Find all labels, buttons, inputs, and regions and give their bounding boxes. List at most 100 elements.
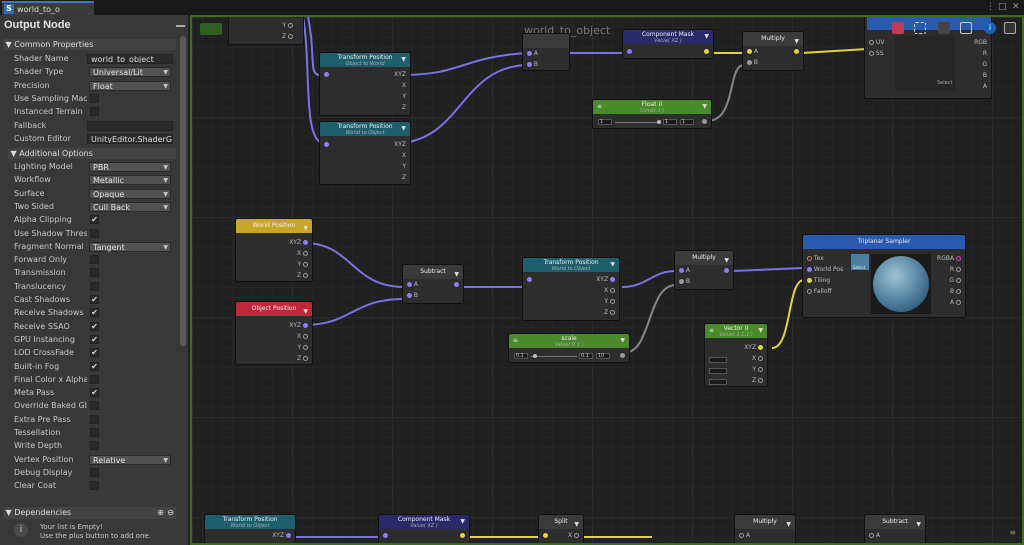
property-dropdown[interactable]: Metallic [89, 175, 171, 186]
property-checkbox[interactable] [90, 93, 99, 103]
menu-lines-icon[interactable]: ≡ [597, 103, 603, 110]
property-text-field[interactable]: world_to_object [87, 54, 173, 64]
node-dropdown-icon[interactable]: ▼ [702, 103, 707, 110]
property-checkbox[interactable]: ✔ [90, 215, 99, 225]
node-dropdown-icon[interactable]: ▼ [454, 271, 459, 278]
scale-min-field[interactable]: 0.1 [514, 353, 528, 359]
vector-y-field[interactable] [709, 368, 727, 374]
node-dropdown-icon[interactable]: ▼ [620, 337, 625, 344]
property-dropdown[interactable]: Universal/Lit [89, 67, 171, 78]
node-dropdown-icon[interactable]: ▼ [401, 56, 406, 63]
property-checkbox[interactable] [90, 481, 99, 491]
dependencies-header[interactable]: ▼ Dependencies ⊕ ⊖ [3, 507, 176, 519]
panel-menu-icon[interactable] [176, 25, 185, 27]
more-icon[interactable]: ⋮ [986, 2, 995, 12]
share-icon[interactable] [938, 22, 950, 34]
property-dropdown[interactable]: PBR [89, 162, 171, 172]
input-port-icon[interactable] [324, 142, 329, 147]
output-port-icon[interactable] [288, 34, 293, 39]
property-checkbox[interactable] [90, 107, 99, 117]
maximize-icon[interactable]: □ [998, 2, 1007, 12]
close-icon[interactable]: ✕ [1012, 2, 1020, 12]
property-text-field[interactable]: UnityEditor.ShaderGraph [87, 133, 173, 144]
float-min-field[interactable]: 1 [598, 119, 612, 125]
property-checkbox[interactable] [90, 268, 99, 278]
node-dropdown-icon[interactable]: ▼ [460, 518, 465, 525]
node-dropdown-icon[interactable]: ▼ [401, 125, 406, 132]
float-slider-knob[interactable] [657, 120, 661, 124]
output-port-icon[interactable] [288, 23, 293, 28]
menu-lines-icon[interactable]: ≡ [709, 327, 715, 334]
property-dropdown[interactable]: Cull Back [89, 201, 171, 212]
property-checkbox[interactable] [90, 228, 99, 238]
node-dropdown-icon[interactable]: ▼ [574, 521, 579, 528]
property-checkbox[interactable]: ✔ [90, 308, 99, 318]
texture-thumbnail[interactable] [851, 254, 869, 270]
node-dropdown-icon[interactable]: ▼ [303, 308, 308, 315]
subtract-bottom-node[interactable]: Subtract▼ A [864, 514, 926, 543]
property-dropdown[interactable]: Tangent [89, 241, 171, 252]
triplanar-sampler-node[interactable]: Triplanar Sampler Tex World Pos Tiling F… [802, 234, 966, 318]
node-dropdown-icon[interactable]: ▼ [758, 327, 763, 334]
property-checkbox[interactable] [90, 255, 99, 265]
graph-toggle-button[interactable] [200, 23, 222, 35]
scale-slider-knob[interactable] [533, 354, 537, 358]
property-dropdown[interactable]: Opaque [89, 188, 171, 199]
node-dropdown-icon[interactable]: ▼ [704, 33, 709, 40]
screenshot-icon[interactable] [892, 22, 904, 34]
property-checkbox[interactable]: ✔ [90, 361, 99, 371]
float-slider[interactable] [615, 122, 661, 123]
menu-lines-icon[interactable]: ≡ [513, 337, 519, 344]
bounds-icon[interactable] [960, 22, 972, 34]
property-dropdown[interactable]: Relative [89, 454, 171, 465]
resize-handle-icon[interactable]: ≡ [1009, 528, 1016, 537]
multiply-bottom-node[interactable]: Multiply▼ A [734, 514, 796, 543]
input-port-icon[interactable] [324, 72, 329, 77]
remove-icon[interactable]: ⊖ [167, 508, 174, 517]
property-checkbox[interactable]: ✔ [90, 388, 99, 398]
vector-z-field[interactable] [709, 379, 727, 385]
node-dropdown-icon[interactable]: ▼ [724, 257, 729, 264]
multiply-node-mid[interactable]: Multiply▼ A B [674, 250, 734, 290]
scale-max-field[interactable]: 10 [596, 353, 610, 359]
float-value-field[interactable]: 1 [663, 119, 677, 125]
vector-x-field[interactable] [709, 357, 727, 363]
add-icon[interactable]: ⊕ [157, 508, 164, 517]
maximize-graph-icon[interactable] [1004, 22, 1016, 34]
property-checkbox[interactable]: ✔ [90, 321, 99, 331]
property-checkbox[interactable] [90, 428, 99, 437]
tab-world-to-object[interactable]: S world_to_o [2, 1, 94, 15]
property-checkbox[interactable] [90, 281, 99, 291]
info-icon[interactable]: i [984, 22, 996, 34]
property-text-field[interactable] [87, 120, 173, 131]
common-properties-header[interactable]: ▼ Common Properties [3, 39, 176, 50]
property-checkbox[interactable]: ✔ [90, 295, 99, 304]
node-dropdown-icon[interactable]: ▼ [303, 225, 308, 232]
partial-node-top-left[interactable]: Y Z [228, 17, 304, 45]
scale-value-field[interactable]: 0.1 [579, 353, 593, 359]
property-checkbox[interactable]: ✔ [90, 348, 99, 358]
object-position-node[interactable]: Object Position▼ XYZ X Y Z [235, 301, 313, 365]
preview-sampler-node-top[interactable]: UV SS Select RGB R G B A [864, 17, 992, 99]
property-checkbox[interactable] [90, 414, 99, 424]
float-max-field[interactable]: 1 [680, 119, 694, 125]
world-position-node[interactable]: World Position▼ XYZ X Y Z [235, 218, 313, 282]
property-checkbox[interactable] [90, 441, 99, 451]
additional-options-header[interactable]: ▼ Additional Options [8, 148, 176, 159]
property-checkbox[interactable] [90, 374, 99, 384]
subtract-node[interactable]: Subtract▼ A B [402, 264, 464, 304]
node-dropdown-icon[interactable]: ▼ [610, 261, 615, 268]
panel-scrollbar[interactable] [180, 36, 186, 346]
node-dropdown-icon[interactable]: ▼ [916, 521, 921, 528]
property-checkbox[interactable] [90, 401, 99, 411]
split-node[interactable]: Split▼ X [538, 514, 584, 543]
